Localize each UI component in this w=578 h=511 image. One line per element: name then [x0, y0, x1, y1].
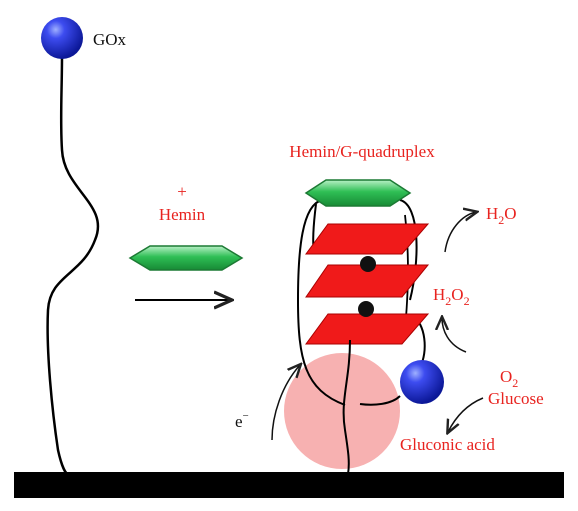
electron-transfer-zone	[284, 353, 400, 469]
cation-dot-lower	[358, 301, 374, 317]
hemin-hexagon	[128, 245, 244, 271]
oxygen-label: O2	[500, 367, 518, 390]
bound-hemin-hexagon	[304, 179, 412, 207]
g-quartet-plane-bottom	[305, 313, 430, 345]
dna-tether-probe	[342, 339, 351, 475]
g-quartet-plane-middle	[305, 264, 430, 298]
arrow-to-peroxide	[442, 318, 467, 353]
arrow-to-water	[444, 212, 476, 253]
peroxide-label: H2O2	[433, 285, 470, 308]
g-quartet-plane-top	[305, 223, 430, 255]
cation-dot-upper	[360, 256, 376, 272]
gox-enzyme-sphere	[41, 17, 83, 59]
gox-label: GOx	[93, 30, 127, 49]
dna-tether-left	[46, 54, 100, 476]
electron-arrow	[271, 365, 300, 441]
glucose-label: Glucose	[488, 389, 544, 408]
plus-sign: +	[177, 182, 187, 201]
complex-label: Hemin/G-quadruplex	[289, 142, 435, 161]
arrow-to-gluconic	[448, 397, 484, 432]
electron-label: e−	[235, 410, 249, 431]
gox-enzyme-sphere-bound	[400, 360, 444, 404]
gluconic-acid-label: Gluconic acid	[400, 435, 495, 454]
loop-left	[296, 199, 346, 406]
hemin-label: Hemin	[159, 205, 206, 224]
loop-bottom	[359, 395, 401, 406]
electrode-bar	[14, 472, 564, 498]
water-label: H2O	[486, 204, 517, 227]
